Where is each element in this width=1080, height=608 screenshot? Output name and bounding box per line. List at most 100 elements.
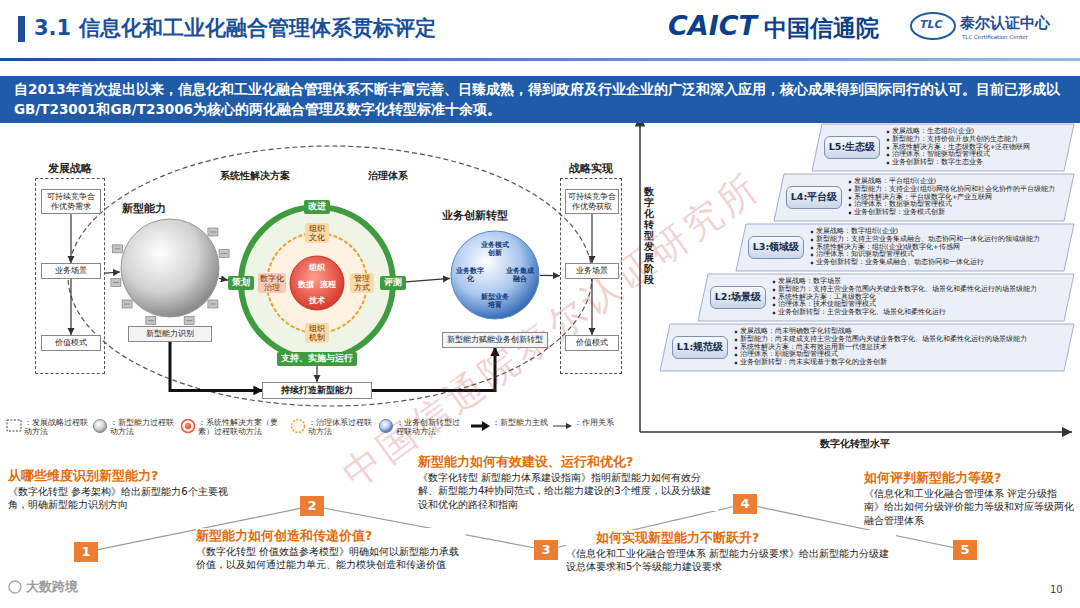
node-text: 治理体系：数据驱动型管理模式 (848, 201, 1066, 209)
callout-number: 4 (733, 494, 757, 514)
level-step: L3:领域级发展战略：数字组织(企业)新型能力：支持主营业务集成融合、动态协同和… (736, 224, 1074, 271)
node-text: 业务集成融合 (504, 267, 536, 283)
legend-item: ：发展战略过程联动方法 (24, 418, 90, 436)
node-text: 业务创新转型：主营业务数字化、场景化和柔性化运行 (772, 309, 1066, 317)
node-text: 系统性解决方案：生态级数字化+泛在物联网 (886, 144, 1066, 152)
axis-label: 数字化转型水平 (818, 437, 892, 451)
illustration-shape (185, 423, 191, 429)
logo-name: 泰尔认证中心 (960, 14, 1050, 33)
node-text: 组织文化 (306, 224, 328, 242)
level-step: L2:场景级发展战略：数字场景新型能力：支持主营业务范围内关键业务数字化、场景化… (698, 274, 1074, 321)
question-block: 如何实现新型能力不断跃升?《信息化和工业化融合管理体系 新型能力分级要求》给出新… (566, 530, 896, 574)
illustration-shape (292, 420, 305, 433)
legend-item: ：系统性解决方案（要素）过程联动方法 (198, 418, 286, 436)
node-text: L4:平台级 (787, 191, 841, 204)
strategy-box: 可持续竞争合作优势需求 (41, 189, 101, 214)
node-text: 流程 (320, 279, 336, 290)
node-text: 战略实现 (561, 162, 621, 176)
callout-number: 5 (953, 540, 977, 560)
level-list: 发展战略：尚未明确数字化转型战略新型能力：尚未建成支持主营业务范围内关键业务数字… (734, 328, 1066, 367)
node-text: 业务场景 (44, 266, 98, 276)
callout-number: 3 (534, 540, 558, 560)
result-box: 业务场景 (565, 263, 619, 279)
legend-text: ：系统性解决方案（要素）过程联动方法 (198, 418, 286, 436)
flow-arrow (70, 279, 71, 335)
illustration-shape (124, 303, 130, 304)
node-text: 系统性解决方案：组织(企业)级数字化+传感网 (810, 244, 1066, 252)
illustration-shape (698, 274, 1074, 321)
node-text: 业务创新转型：数字生态业务 (886, 159, 1066, 167)
core-circle: 组织数据流程技术 (289, 255, 345, 311)
illustration-shape (774, 174, 1074, 221)
level-tab: L1:规范级 (672, 336, 728, 359)
node-text: 新型能力 (122, 202, 166, 216)
logo-name: 中国信通院 (764, 13, 879, 44)
node-heading: 从哪些维度识别新型能力? (8, 468, 243, 485)
level-step: L4:平台级发展战略：平台组织(企业)新型能力：支持企业(组织)网络化协同和社会… (774, 174, 1074, 221)
illustration-shape (221, 253, 227, 254)
level-step: L5:生态级发展战略：生态组织(企业)新型能力：支持价值开放共创的生态能力系统性… (812, 124, 1074, 171)
node-text: 1 (74, 542, 98, 562)
node-text: 发展战略：数字组织(企业) (810, 228, 1066, 236)
node-text: 新型业务培育 (479, 293, 511, 309)
flow-arrow (219, 278, 228, 280)
node-text: 《数字化转型 新型能力体系建设指南》指明新型能力如何有效分解、新型能力4种协同范… (418, 471, 718, 512)
illustration-shape (566, 423, 572, 429)
node-text: 持续打造新型能力 (265, 385, 369, 396)
node-text: 5 (953, 540, 977, 560)
node-text: 新型能力：支持主营业务集成融合、动态协同和一体化运行的领域级能力 (810, 236, 1066, 244)
node-text: 价值模式 (568, 338, 616, 348)
node-shape (120, 218, 220, 318)
governance-element: 管理方式 (350, 273, 374, 293)
illustration-shape (121, 219, 219, 317)
node-heading: 新型能力如何创造和传递价值? (196, 528, 466, 545)
result-box: 价值模式 (565, 335, 619, 351)
legend-item: ：业务创新转型过程联动方法 (396, 418, 466, 436)
level-step: L1:规范级发展战略：尚未明确数字化转型战略新型能力：尚未建成支持主营业务范围内… (660, 324, 1074, 371)
node-text: L5:生态级 (825, 141, 879, 154)
node-heading: 新型能力如何有效建设、运行和优化? (418, 454, 718, 471)
node-text: 支持、实施与运行 (281, 353, 353, 365)
intro-banner: 自2013年首次提出以来，信息化和工业化融合管理体系不断丰富完善、日臻成熟，得到… (0, 76, 1080, 123)
governance-element: 组织机制 (305, 323, 329, 343)
node-text: 策划 (232, 277, 250, 289)
node-text: 管理方式 (351, 274, 373, 292)
node-text: 新型能力：尚未建成支持主营业务范围内关键业务数字化、场景化和柔性化运行的场景级能… (734, 336, 1066, 344)
node-text: 系统性解决方案：平台级数字化+产业互联网 (848, 194, 1066, 202)
illustration-shape (7, 420, 21, 431)
node-heading: 组织 (309, 262, 325, 273)
source-mark: 大数跨境 (26, 578, 78, 596)
node-heading: 如何实现新型能力不断跃升? (566, 530, 896, 547)
level-list: 发展战略：生态组织(企业)新型能力：支持价值开放共创的生态能力系统性解决方案：生… (886, 128, 1066, 167)
node-text: 业务创新转型：尚未实现基于数字化的业务创新 (734, 359, 1066, 367)
node-text: 业务创新转型：业务集成融合、动态协同和一体化运行 (810, 259, 1066, 267)
node-text: 业务数字化 (454, 267, 486, 283)
flow-arrow (70, 214, 71, 263)
cycle-step: 策划 (228, 276, 254, 290)
node-text: 新型能力识别 (131, 329, 209, 339)
node-text: 价值模式 (44, 338, 98, 348)
node-text: 治理体系：职能驱动型管理模式 (734, 351, 1066, 359)
node-text: 技术 (309, 295, 325, 306)
node-text: 《数字化转型 价值效益参考模型》明确如何以新型能力承载价值，以及如何通过能力单元… (196, 545, 466, 572)
node-text: 治理体系 (368, 170, 408, 183)
illustration-shape (184, 317, 194, 325)
illustration-shape (112, 245, 122, 253)
level-tab: L5:生态级 (824, 136, 880, 159)
result-box: 可持续竞争合作优势获取 (565, 189, 619, 214)
node-text: 《数字化转型 参考架构》给出新型能力6个主要视角，明确新型能力识别方向 (8, 485, 243, 512)
flow-arrow (105, 272, 120, 273)
legend-text: ：发展战略过程联动方法 (24, 418, 90, 436)
page-number: 10 (1050, 584, 1063, 595)
legend-text: ：新型能力主线 (492, 418, 550, 427)
strategy-column: 发展战略可持续竞争合作优势需求业务场景价值模式 (35, 178, 105, 374)
illustration-shape (210, 232, 216, 233)
flow-arrow (540, 275, 560, 276)
capability-sphere: 新型能力 (120, 218, 220, 318)
illustration-shape (94, 420, 107, 433)
node-text: 治理体系：技术使能型管理模式 (772, 301, 1066, 309)
node-text: 发展战略 (36, 162, 104, 176)
level-tab: L4:平台级 (786, 186, 842, 209)
illustration-shape (148, 320, 154, 321)
illustration-shape (186, 320, 192, 321)
